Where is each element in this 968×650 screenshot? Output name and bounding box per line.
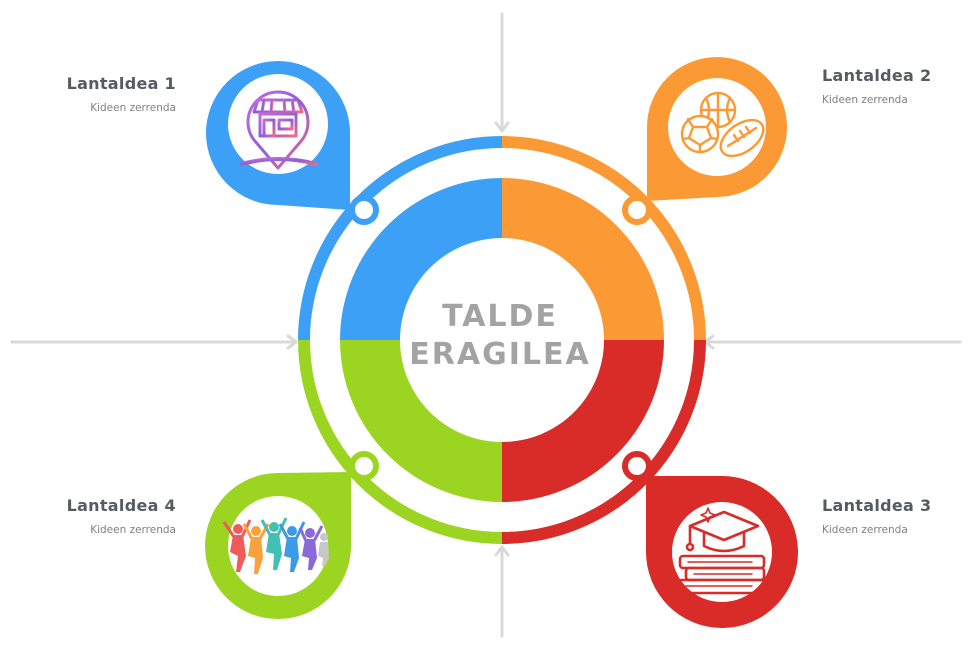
group-title: Lantaldea 4 [66,496,176,515]
group-subtitle: Kideen zerrenda [822,524,908,536]
group-label-3: Lantaldea 3 Kideen zerrenda [822,496,962,536]
ring-knobs [349,195,652,481]
shop-location-pin-icon [240,90,318,170]
group-subtitle: Kideen zerrenda [822,94,908,106]
group-subtitle: Kideen zerrenda [90,102,176,114]
center-title-line2: ERAGILEA [409,337,590,372]
connector-arrows [10,12,962,638]
center-title-line1: TALDE [442,299,558,334]
group-title: Lantaldea 1 [66,74,176,93]
group-subtitle: Kideen zerrenda [90,524,176,536]
graduation-books-icon [676,507,766,595]
group-label-2: Lantaldea 2 Kideen zerrenda [822,66,962,106]
sports-balls-icon [680,91,765,158]
group-label-4: Lantaldea 4 Kideen zerrenda [20,496,176,536]
jumping-people-icon [222,517,329,574]
group-title: Lantaldea 2 [822,66,932,85]
inner-donut [340,178,664,502]
group-label-1: Lantaldea 1 Kideen zerrenda [20,74,176,114]
group-title: Lantaldea 3 [822,496,932,515]
